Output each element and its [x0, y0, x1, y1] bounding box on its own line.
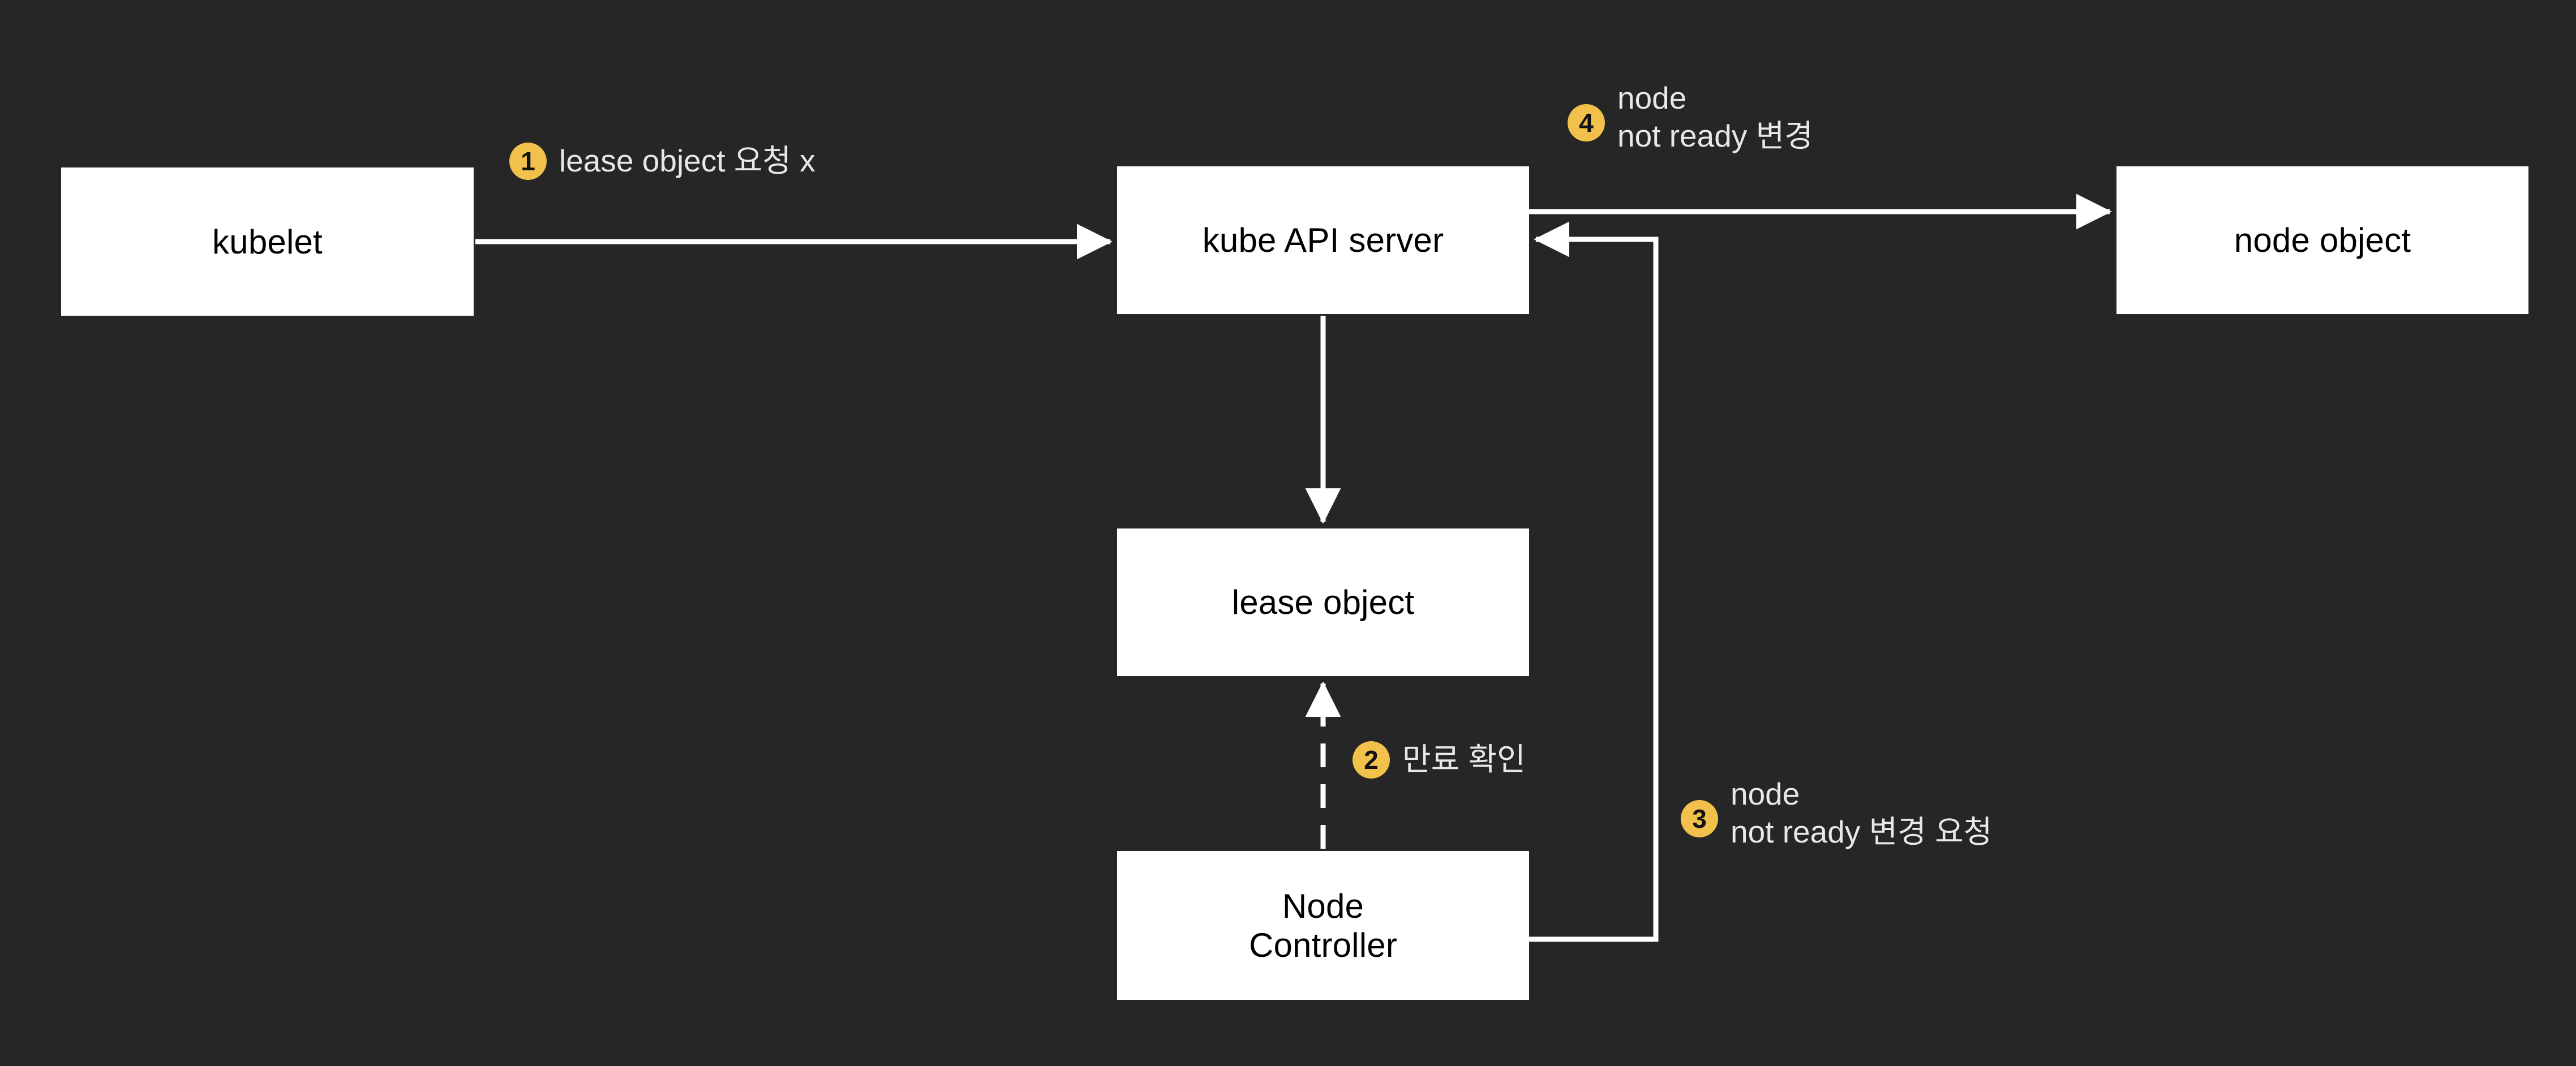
node-box-node-controller[interactable]: Node Controller [1117, 851, 1529, 1000]
step-number-badge-1: 1 [509, 143, 547, 180]
step-number-badge-3: 3 [1681, 800, 1718, 837]
step-label-3: node not ready 변경 요청 [1731, 776, 1993, 850]
step-callout-1: 1 lease object 요청 x [509, 143, 815, 180]
step-number-badge-2: 2 [1353, 741, 1390, 779]
step-label-2: 만료 확인 [1402, 742, 1526, 777]
node-box-node-object[interactable]: node object [2116, 166, 2528, 314]
step-number-badge-4: 4 [1568, 104, 1605, 141]
node-box-node-controller-label: Node Controller [1248, 887, 1398, 964]
node-box-kubelet-label: kubelet [212, 222, 323, 261]
node-box-node-object-label: node object [2234, 221, 2411, 259]
step-callout-4: 4 node not ready 변경 [1568, 79, 1813, 155]
step-callout-3: 3 node not ready 변경 요청 [1681, 775, 1992, 851]
node-box-kube-api-server-label: kube API server [1202, 221, 1444, 259]
node-box-kubelet[interactable]: kubelet [61, 167, 474, 316]
node-box-lease-object[interactable]: lease object [1117, 528, 1529, 676]
step-label-1: lease object 요청 x [559, 143, 815, 179]
node-box-kube-api-server[interactable]: kube API server [1117, 166, 1529, 314]
step-label-4: node not ready 변경 [1617, 80, 1813, 154]
edge-node-controller-to-kube-api [1529, 221, 1659, 942]
step-callout-2: 2 만료 확인 [1353, 741, 1526, 779]
node-box-lease-object-label: lease object [1231, 583, 1415, 621]
